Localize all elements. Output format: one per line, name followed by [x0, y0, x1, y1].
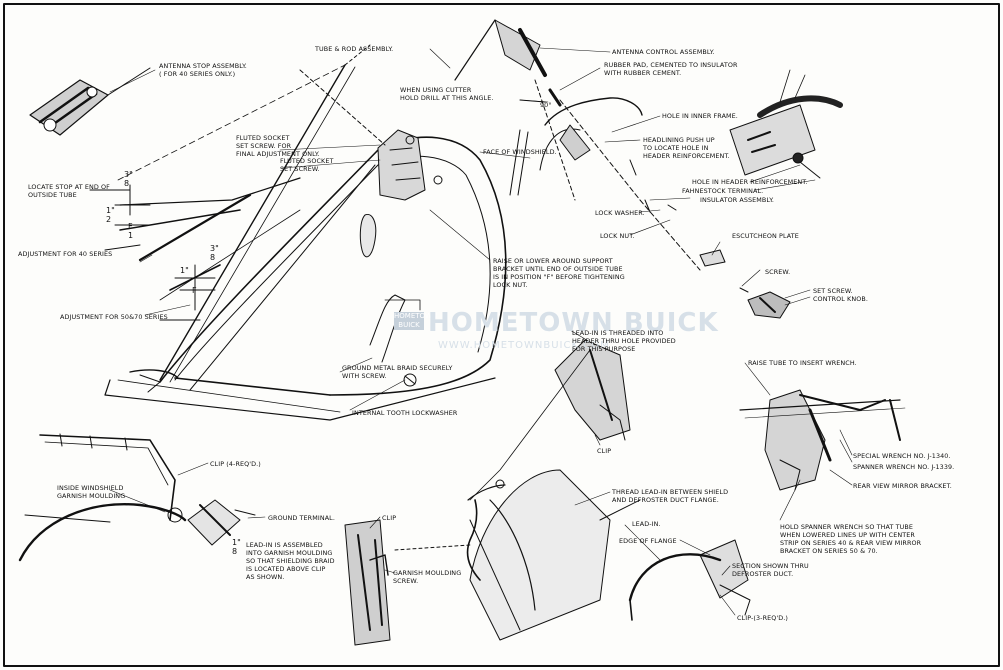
label-antenna-stop: ANTENNA STOP ASSEMBLY. ( FOR 40 SERIES O…: [159, 62, 247, 78]
label-lock-washer: LOCK WASHER.: [595, 209, 645, 217]
dim-f-marker-5070: F: [192, 286, 197, 295]
label-spanner-wrench: SPANNER WRENCH NO. J-1339.: [853, 463, 955, 471]
defroster-duct-drawing: [466, 469, 641, 641]
clip-detail-drawing: [344, 519, 471, 646]
label-clip-3: CLIP-(3-REQ'D.): [737, 614, 789, 622]
label-screw: SCREW.: [765, 268, 791, 276]
leader-lines: [109, 47, 853, 616]
label-lead-assembled: LEAD-IN IS ASSEMBLED INTO GARNISH MOULDI…: [246, 541, 335, 581]
antenna-control-drawing: [454, 19, 701, 271]
label-thread-lead: THREAD LEAD-IN BETWEEN SHIELD AND DEFROS…: [612, 488, 729, 504]
label-adj-40: ADJUSTMENT FOR 40 SERIES: [18, 250, 113, 258]
label-escutcheon: ESCUTCHEON PLATE: [732, 232, 799, 240]
label-lead-in: LEAD-IN.: [632, 520, 661, 528]
label-ground-braid: GROUND METAL BRAID SECURELY WITH SCREW.: [342, 364, 453, 380]
label-control-knob: CONTROL KNOB.: [813, 295, 868, 303]
dim-three-eighths-top: 3" 8: [124, 170, 133, 188]
watermark-badge: HOMETOWN BUICK: [394, 312, 438, 330]
label-garnish-screw: GARNISH MOULDING SCREW.: [393, 569, 462, 585]
dim-one-inch: 1": [180, 266, 189, 275]
section-drawing: [628, 539, 751, 621]
label-insulator: INSULATOR ASSEMBLY.: [700, 196, 775, 204]
windshield-drawing: [104, 129, 507, 421]
label-clip-a: CLIP: [597, 447, 612, 455]
label-internal-tooth: INTERNAL TOOTH LOCKWASHER: [352, 409, 458, 417]
label-fahnestock: FAHNESTOCK TERMINAL.: [682, 187, 764, 195]
label-special-wrench: SPECIAL WRENCH NO. J-1340.: [853, 452, 951, 460]
watermark-url: WWW.HOMETOWNBUICK.COM: [438, 340, 610, 351]
label-raise-lower: RAISE OR LOWER AROUND SUPPORT BRACKET UN…: [493, 257, 625, 289]
antenna-rods: [117, 44, 386, 391]
dim-one-half: 1" 2: [106, 206, 115, 224]
label-lock-nut: LOCK NUT.: [600, 232, 635, 240]
dim-one-eighth: 1" 8: [232, 538, 241, 556]
control-knob-drawing: [699, 249, 791, 319]
antenna-stop-drawing: [29, 67, 151, 136]
adjustment-lines: [89, 184, 216, 321]
label-section: SECTION SHOWN THRU DEFROSTER DUCT.: [732, 562, 809, 578]
label-tube-rod: TUBE & ROD ASSEMBLY.: [315, 45, 394, 53]
label-clip-4: CLIP (4-REQ'D.): [210, 460, 261, 468]
label-adj-5070: ADJUSTMENT FOR 50&70 SERIES: [60, 313, 168, 321]
label-inside-moulding: INSIDE WINDSHIELD GARNISH MOULDING: [57, 484, 126, 500]
label-clip-b: CLIP: [382, 514, 397, 522]
dim-three-eighths-lower: 3" 8: [210, 244, 219, 262]
label-face-windshield: FACE OF WINDSHIELD.: [483, 148, 557, 156]
label-hole-inner: HOLE IN INNER FRAME.: [662, 112, 738, 120]
watermark-title: HOMETOWN BUICK: [428, 308, 719, 338]
label-mirror-bracket: REAR VIEW MIRROR BRACKET.: [853, 482, 952, 490]
label-hold-spanner: HOLD SPANNER WRENCH SO THAT TUBE WHEN LO…: [780, 523, 922, 555]
dim-f-marker-40: F 1: [128, 222, 134, 240]
label-fluted-1: FLUTED SOCKET SET SCREW. FOR FINAL ADJUS…: [236, 134, 320, 158]
label-antenna-control: ANTENNA CONTROL ASSEMBLY.: [612, 48, 715, 56]
label-cutter: WHEN USING CUTTER HOLD DRILL AT THIS ANG…: [400, 86, 494, 102]
header-reinforcement-drawing: [729, 69, 843, 179]
garnish-moulding-drawing: [18, 433, 256, 562]
label-lead-threaded: LEAD-IN IS THREADED INTO HEADER THRU HOL…: [572, 329, 676, 353]
label-raise-tube: RAISE TUBE TO INSERT WRENCH.: [748, 359, 857, 367]
label-headlining: HEADLINING PUSH UP TO LOCATE HOLE IN HEA…: [643, 136, 730, 160]
wrench-drawing: [739, 389, 906, 491]
label-edge-flange: EDGE OF FLANGE: [619, 537, 677, 545]
label-rubber-pad: RUBBER PAD, CEMENTED TO INSULATOR WITH R…: [604, 61, 738, 77]
lead-in-header-drawing: [467, 339, 631, 501]
label-angle: 90°: [540, 101, 552, 109]
label-fluted-2: FLUTED SOCKET SET SCREW.: [280, 157, 334, 173]
label-ground-terminal: GROUND TERMINAL.: [268, 514, 335, 522]
border-frame: [3, 3, 1000, 667]
label-hole-header: HOLE IN HEADER REINFORCEMENT.: [692, 178, 808, 186]
lockwasher-drawing: [403, 373, 417, 387]
label-locate-stop: LOCATE STOP AT END OF OUTSIDE TUBE: [28, 183, 110, 199]
label-set-screw: SET SCREW.: [813, 287, 853, 295]
